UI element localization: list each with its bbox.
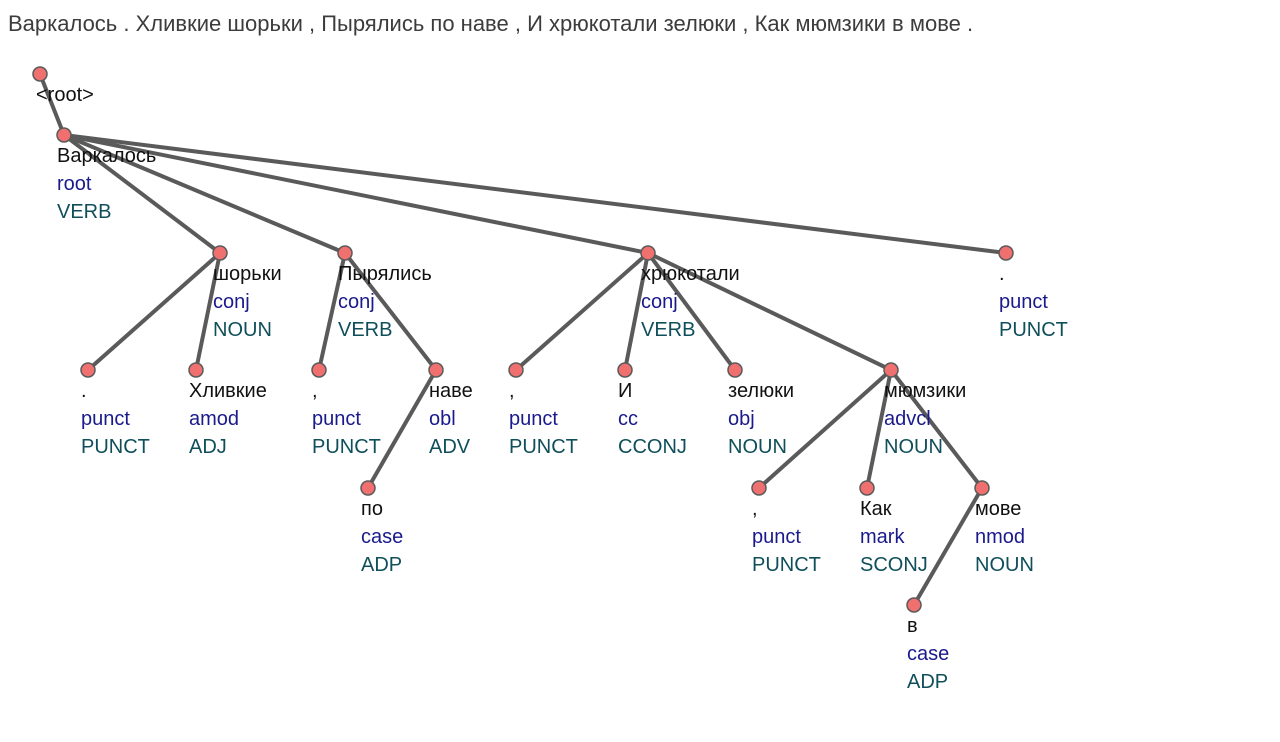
node-relation-n2: conj — [213, 291, 250, 313]
node-n7[interactable] — [188, 362, 204, 378]
node-pos-n4: VERB — [641, 319, 695, 341]
edge-n4-n13 — [646, 251, 737, 372]
node-form-n12: И — [618, 380, 632, 402]
node-form-n1: Варкалось — [57, 145, 156, 167]
edge-n1-n4 — [62, 133, 650, 255]
node-form-n17: мове — [975, 498, 1021, 520]
node-form-n15: , — [752, 498, 758, 520]
node-relation-n13: obj — [728, 408, 755, 430]
edge-n2-n7 — [194, 251, 222, 372]
edge-n3-n9 — [343, 251, 438, 372]
edge-n1-n5 — [62, 133, 1008, 255]
node-form-n8: , — [312, 380, 318, 402]
node-relation-n10: case — [361, 526, 403, 548]
node-pos-n1: VERB — [57, 201, 111, 223]
edge-n4-n12 — [623, 251, 650, 372]
edges-layer — [35, 69, 1011, 610]
nodes-layer — [32, 66, 1014, 613]
node-pos-n14: NOUN — [884, 436, 943, 458]
node-n3[interactable] — [337, 245, 353, 261]
node-relation-n1: root — [57, 173, 92, 195]
node-form-n4: хрюкотали — [641, 263, 740, 285]
node-n6[interactable] — [80, 362, 96, 378]
node-pos-n11: PUNCT — [509, 436, 578, 458]
node-relation-n8: punct — [312, 408, 361, 430]
node-pos-n15: PUNCT — [752, 554, 821, 576]
node-relation-n3: conj — [338, 291, 375, 313]
node-pos-n13: NOUN — [728, 436, 787, 458]
node-form-n10: по — [361, 498, 383, 520]
node-pos-n16: SCONJ — [860, 554, 928, 576]
node-relation-n7: amod — [189, 408, 239, 430]
node-relation-n12: cc — [618, 408, 638, 430]
node-form-n3: Пырялись — [338, 263, 432, 285]
edge-n9-n10 — [366, 368, 438, 490]
node-pos-n17: NOUN — [975, 554, 1034, 576]
node-relation-n16: mark — [860, 526, 905, 548]
node-pos-n12: CCONJ — [618, 436, 687, 458]
node-form-n18: в — [907, 615, 918, 637]
node-n5[interactable] — [998, 245, 1014, 261]
node-pos-n2: NOUN — [213, 319, 272, 341]
edge-n4-n11 — [514, 251, 650, 372]
edge-n3-n8 — [317, 251, 347, 372]
node-pos-n18: ADP — [907, 671, 948, 693]
node-pos-n8: PUNCT — [312, 436, 381, 458]
node-n12[interactable] — [617, 362, 633, 378]
node-pos-n3: VERB — [338, 319, 392, 341]
node-relation-n5: punct — [999, 291, 1048, 313]
node-relation-n14: advcl — [884, 408, 931, 430]
edge-n14-n15 — [757, 368, 893, 490]
node-n16[interactable] — [859, 480, 875, 496]
node-n17[interactable] — [974, 480, 990, 496]
edge-root-n1 — [38, 72, 66, 137]
node-relation-n18: case — [907, 643, 949, 665]
node-n1[interactable] — [56, 127, 72, 143]
edge-n4-n14 — [646, 251, 893, 372]
node-n18[interactable] — [906, 597, 922, 613]
node-n14[interactable] — [883, 362, 899, 378]
node-form-n13: зелюки — [728, 380, 794, 402]
node-n2[interactable] — [212, 245, 228, 261]
node-n13[interactable] — [727, 362, 743, 378]
edge-n14-n17 — [889, 368, 984, 490]
node-relation-n11: punct — [509, 408, 558, 430]
node-relation-n6: punct — [81, 408, 130, 430]
edge-n1-n3 — [62, 133, 347, 255]
node-relation-n9: obl — [429, 408, 456, 430]
node-root[interactable] — [32, 66, 48, 82]
node-form-n7: Хливкие — [189, 380, 267, 402]
node-relation-n4: conj — [641, 291, 678, 313]
node-pos-n9: ADV — [429, 436, 471, 458]
node-form-n2: шорьки — [213, 263, 282, 285]
node-pos-n10: ADP — [361, 554, 402, 576]
node-n11[interactable] — [508, 362, 524, 378]
node-form-n11: , — [509, 380, 515, 402]
node-n4[interactable] — [640, 245, 656, 261]
node-pos-n6: PUNCT — [81, 436, 150, 458]
node-pos-n5: PUNCT — [999, 319, 1068, 341]
node-form-n5: . — [999, 263, 1005, 285]
node-n8[interactable] — [311, 362, 327, 378]
edge-n1-n2 — [62, 133, 222, 255]
sentence-text: Варкалось . Хливкие шорьки , Пырялись по… — [8, 11, 974, 36]
node-relation-n15: punct — [752, 526, 801, 548]
node-form-n14: мюмзики — [884, 380, 966, 402]
edge-n2-n6 — [86, 251, 222, 372]
node-n9[interactable] — [428, 362, 444, 378]
edge-n17-n18 — [912, 486, 984, 607]
node-relation-n17: nmod — [975, 526, 1025, 548]
node-form-n9: наве — [429, 380, 473, 402]
node-n15[interactable] — [751, 480, 767, 496]
edge-n14-n16 — [865, 368, 893, 490]
root-label: <root> — [36, 84, 94, 106]
node-form-n16: Как — [860, 498, 892, 520]
node-pos-n7: ADJ — [189, 436, 227, 458]
node-n10[interactable] — [360, 480, 376, 496]
node-form-n6: . — [81, 380, 87, 402]
